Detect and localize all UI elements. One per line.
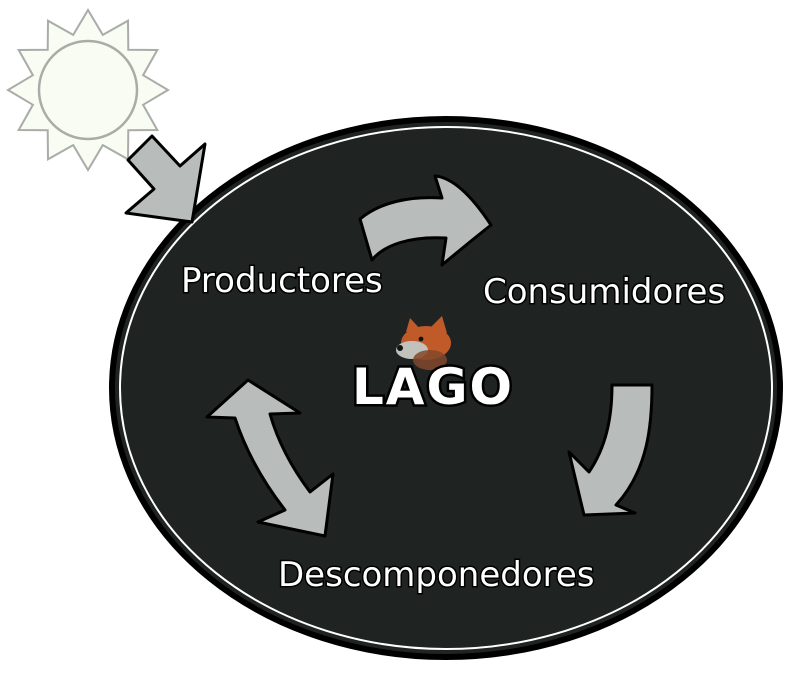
center-label-lago: LAGO [352,358,514,416]
node-label-descomponedores: Descomponedores [278,555,595,595]
node-label-productores: Productores [181,261,383,301]
fox-body [413,350,447,370]
fox-eye [418,336,424,342]
productores-to-consumidores-arrow [358,174,493,267]
fox-nose [397,345,403,351]
sun-to-lake-arrow [124,134,207,224]
descomponedores-productores-two-way-arrow [205,378,335,538]
node-label-consumidores: Consumidores [483,272,725,312]
sun-core [37,39,139,141]
sun-icon [6,8,170,172]
fox-mascot-icon [396,316,451,370]
consumidores-to-descomponedores-arrow [567,383,654,517]
lake-inner-ring [119,126,773,650]
